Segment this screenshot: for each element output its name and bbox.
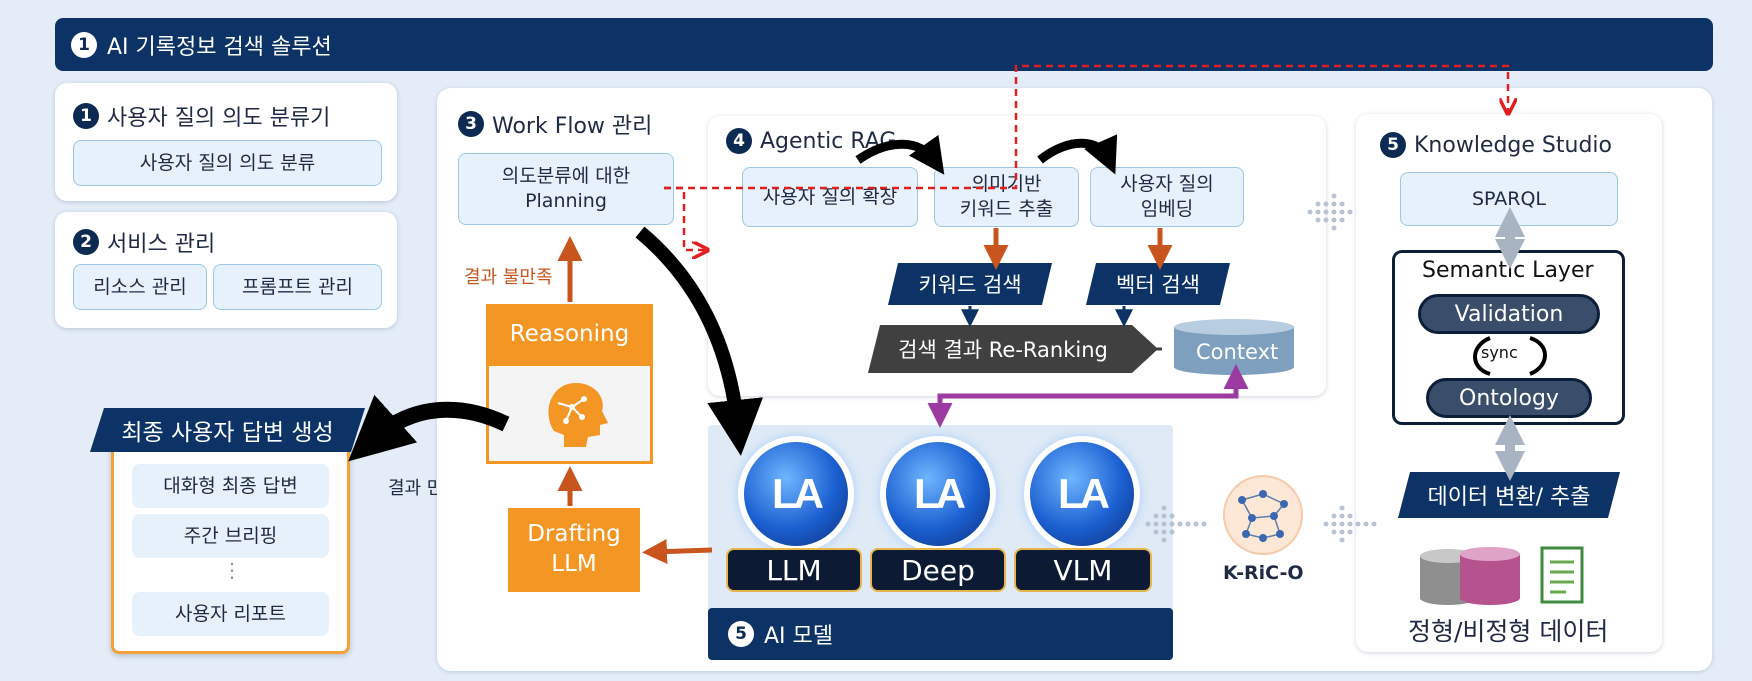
sparql-box: SPARQL [1400,172,1618,226]
planning-box: 의도분류에 대한 Planning [458,153,674,225]
keyword-search-banner: 키워드 검색 [888,263,1052,305]
rerank-text: 검색 결과 Re-Ranking [898,338,1108,362]
service-number-badge: 2 [73,229,99,255]
rerank-banner: 검색 결과 Re-Ranking [868,325,1158,373]
keyword-search-text: 키워드 검색 [918,273,1022,297]
workflow-title: 3 Work Flow 관리 [458,108,652,140]
rag-number-badge: 4 [726,128,752,154]
llm-logo-icon: LA [744,442,848,546]
service-management-title: 2 서비스 관리 [73,226,215,258]
ontology-pill: Ontology [1426,378,1592,418]
deep-logo-icon: LA [886,442,990,546]
vector-search-banner: 벡터 검색 [1086,263,1230,305]
agentic-rag-title: 4 Agentic RAG [726,128,896,154]
vlm-logo-icon: LA [1030,442,1134,546]
final-answer-item-chat: 대화형 최종 답변 [132,464,329,508]
service-title-text: 서비스 관리 [107,232,216,257]
brain-gear-icon [548,383,608,447]
final-answer-item-report: 사용자 리포트 [132,592,329,636]
intent-classifier-title: 1 사용자 질의 의도 분류기 [73,100,330,132]
query-expansion-box: 사용자 질의 확장 [742,167,918,227]
result-unsatisfied-label: 결과 불만족 [464,267,553,288]
intent-classify-box: 사용자 질의 의도 분류 [73,140,382,186]
final-answer-ellipsis: ⋮ [222,558,242,582]
models-number-badge: 5 [728,621,754,647]
final-answer-item-weekly: 주간 브리핑 [132,514,329,558]
kric-network-icon [1223,475,1303,555]
header-number-badge: 1 [71,31,97,58]
resource-management-box: 리소스 관리 [73,264,207,310]
reasoning-header: Reasoning [486,304,653,366]
structured-database-icon [1420,547,1520,605]
llm-model-label: LLM [726,548,862,592]
semantic-layer-title: Semantic Layer [1422,258,1594,283]
document-icon [1540,546,1584,604]
intent-number-badge: 1 [73,103,99,129]
deep-model-label: Deep [870,548,1006,592]
query-embedding-box: 사용자 질의 임베딩 [1090,167,1244,227]
intent-title-text: 사용자 질의 의도 분류기 [107,106,331,131]
knowledge-title-text: Knowledge Studio [1414,132,1612,158]
drafting-llm-box: Drafting LLM [508,508,640,592]
data-transform-banner: 데이터 변환/ 추출 [1398,472,1620,518]
context-label: Context [1196,340,1279,364]
models-title-text: AI 모델 [764,624,834,649]
sync-label: sync [1481,343,1518,362]
header-title: AI 기록정보 검색 솔루션 [107,34,332,60]
vector-search-text: 벡터 검색 [1116,273,1200,297]
workflow-title-text: Work Flow 관리 [492,114,653,139]
data-transform-text: 데이터 변환/ 추출 [1427,485,1591,510]
prompt-management-box: 프롬프트 관리 [213,264,382,310]
knowledge-number-badge: 5 [1380,132,1406,158]
header-bar: 1 AI 기록정보 검색 솔루션 [55,18,1713,71]
final-answer-banner: 최종 사용자 답변 생성 [90,408,365,452]
workflow-number-badge: 3 [458,111,484,137]
ai-models-footer: 5 AI 모델 [708,608,1173,660]
rag-title-text: Agentic RAG [760,128,897,154]
final-answer-title: 최종 사용자 답변 생성 [121,420,334,446]
kric-label: K-RiC-O [1223,562,1304,584]
vlm-model-label: VLM [1014,548,1152,592]
data-source-label: 정형/비정형 데이터 [1408,617,1609,646]
keyword-extraction-box: 의미기반 키워드 추출 [934,167,1079,227]
validation-pill: Validation [1418,294,1600,334]
knowledge-studio-title: 5 Knowledge Studio [1380,132,1612,158]
